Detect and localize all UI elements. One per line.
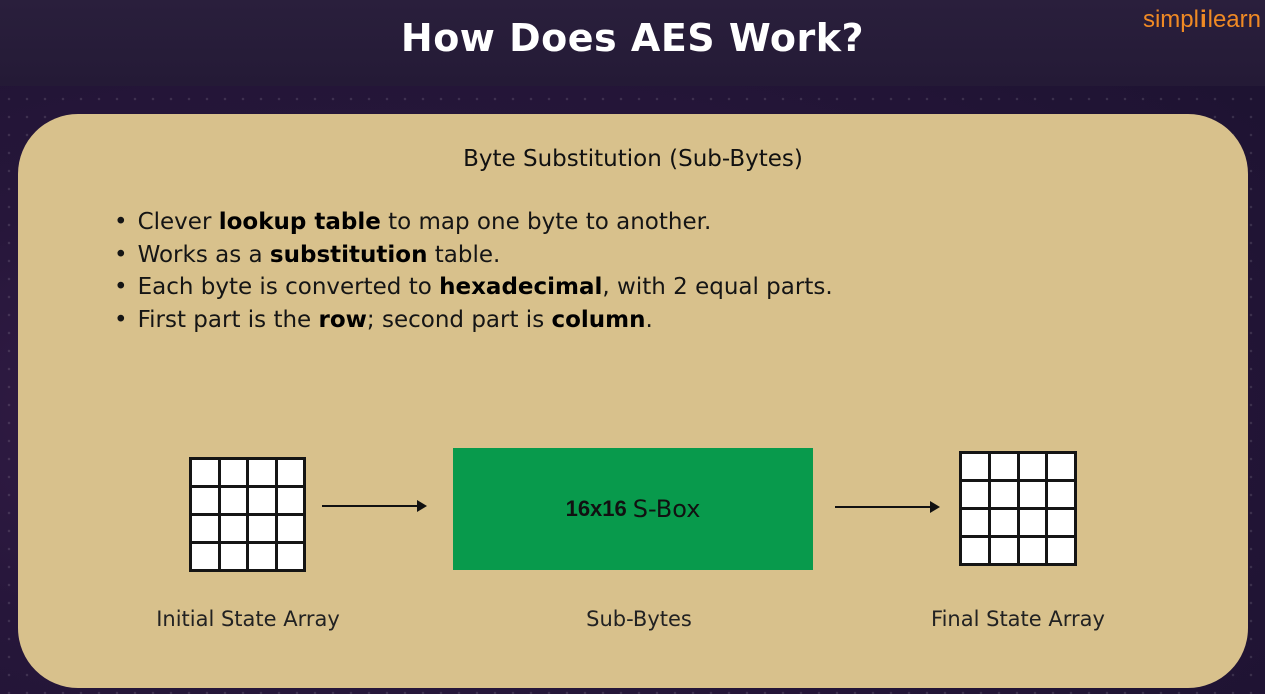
grid-cell: [962, 454, 988, 479]
slide-header: How Does AES Work? simplilearn: [0, 0, 1265, 86]
grid-cell: [249, 488, 275, 513]
sbox-size-label: 16x16: [565, 496, 627, 521]
grid-cell: [990, 482, 1017, 507]
bullet-bold-text: hexadecimal: [439, 274, 603, 300]
grid-cell: [277, 516, 303, 541]
grid-cell: [1048, 454, 1074, 479]
bullet-text: Each byte is converted to: [137, 274, 440, 300]
sbox-label: S-Box: [632, 495, 701, 523]
logo-text-part2: learn: [1207, 6, 1261, 33]
arrow-to-final: [835, 501, 940, 513]
bullet-list: Clever lookup table to map one byte to a…: [114, 206, 833, 336]
bullet-text: table.: [427, 241, 501, 268]
bullet-item: Works as a substitution table.: [114, 239, 833, 272]
grid-cell: [249, 460, 275, 485]
grid-cell: [220, 516, 246, 541]
logo-text-part1: simpl: [1142, 6, 1199, 33]
grid-cell: [962, 482, 988, 507]
bullet-text: Works as a: [137, 241, 270, 268]
grid-cell: [220, 544, 246, 569]
grid-cell: [192, 488, 218, 513]
grid-cell: [962, 538, 988, 563]
grid-cell: [1048, 510, 1074, 535]
slide-title: How Does AES Work?: [400, 16, 865, 60]
bullet-item: Each byte is converted to hexadecimal, w…: [114, 271, 833, 304]
content-card: Byte Substitution (Sub-Bytes) Clever loo…: [18, 114, 1248, 688]
simplilearn-logo: simplilearn: [1143, 6, 1261, 34]
bullet-text: to map one byte to another.: [380, 209, 712, 235]
grid-cell: [192, 516, 218, 541]
grid-cell: [277, 544, 303, 569]
grid-cell: [990, 538, 1017, 563]
grid-cell: [220, 460, 246, 485]
bullet-bold-text: row: [318, 306, 367, 333]
grid-cell: [990, 510, 1017, 535]
initial-state-array-grid: [189, 457, 306, 572]
bullet-bold-text: substitution: [269, 241, 428, 268]
bullet-item: Clever lookup table to map one byte to a…: [114, 206, 833, 239]
arrow-to-sbox: [322, 500, 427, 512]
grid-cell: [220, 488, 246, 513]
grid-cell: [1019, 482, 1046, 507]
bullet-text: .: [645, 306, 653, 333]
bullet-bold-text: lookup table: [218, 209, 381, 235]
grid-cell: [1048, 482, 1074, 507]
grid-cell: [277, 488, 303, 513]
grid-cell: [990, 454, 1017, 479]
bullet-item: First part is the row; second part is co…: [114, 304, 833, 337]
bullet-text: Clever: [137, 209, 219, 235]
grid-cell: [1019, 538, 1046, 563]
final-state-array-grid: [959, 451, 1077, 566]
card-title: Byte Substitution (Sub-Bytes): [463, 146, 803, 172]
label-sub-bytes: Sub-Bytes: [586, 607, 692, 631]
grid-cell: [249, 544, 275, 569]
grid-cell: [192, 544, 218, 569]
bullet-text: ; second part is: [366, 306, 552, 333]
grid-cell: [1019, 510, 1046, 535]
grid-cell: [192, 460, 218, 485]
bullet-text: , with 2 equal parts.: [602, 274, 833, 300]
bullet-text: First part is the: [137, 306, 319, 333]
label-initial-state-array: Initial State Array: [156, 607, 340, 631]
logo-separator: i: [1199, 6, 1207, 33]
grid-cell: [962, 510, 988, 535]
grid-cell: [249, 516, 275, 541]
bullet-bold-text: column: [551, 306, 646, 333]
grid-cell: [277, 460, 303, 485]
label-final-state-array: Final State Array: [931, 607, 1105, 631]
grid-cell: [1048, 538, 1074, 563]
grid-cell: [1019, 454, 1046, 479]
